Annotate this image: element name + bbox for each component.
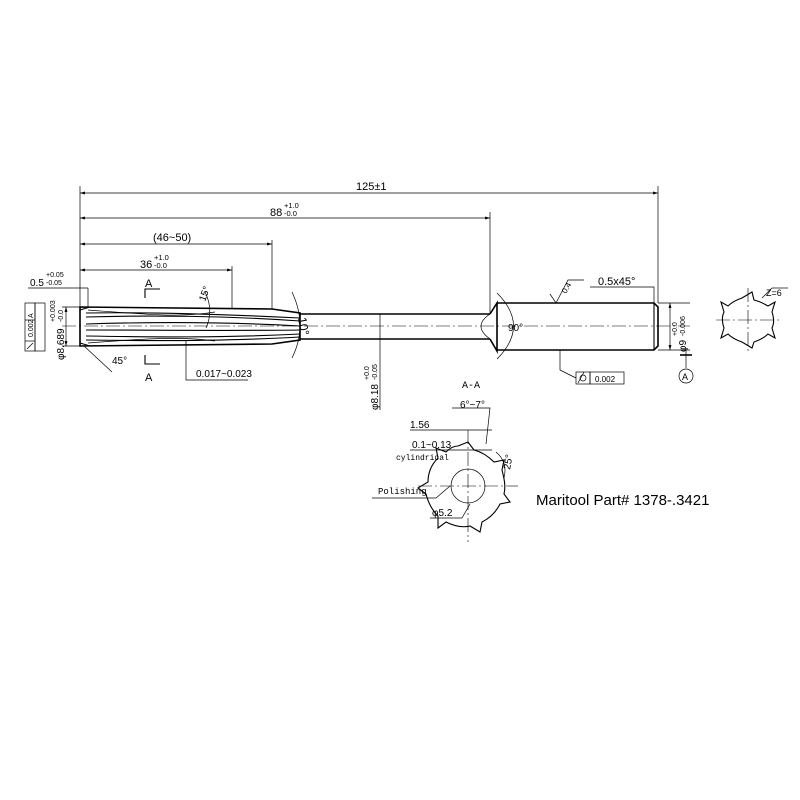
svg-text:-0.0: -0.0	[284, 209, 297, 218]
svg-text:-0.0: -0.0	[58, 310, 65, 322]
surface-roughness: 0.4	[560, 280, 574, 295]
runout-icon	[26, 342, 34, 350]
dim-overall-length: 125±1	[356, 181, 387, 193]
section-title: A-A	[462, 381, 480, 392]
core-diameter: φ5.2	[432, 508, 453, 519]
land-width: 1.56	[410, 420, 430, 431]
dim-flute-range: (46~50)	[153, 232, 191, 244]
svg-text:0.002: 0.002	[595, 375, 616, 384]
rake-angle: 6°~7°	[460, 400, 485, 411]
dimension-lines	[28, 186, 692, 410]
svg-text:+0.05: +0.05	[46, 272, 64, 279]
end-view: Z=6	[716, 287, 788, 352]
svg-text:+0.0: +0.0	[672, 322, 679, 336]
svg-text:-0.05: -0.05	[46, 280, 62, 287]
dim-neck-diameter: φ8.18	[370, 384, 381, 410]
shank-transition	[489, 300, 498, 354]
clearance-angle: 25°	[502, 454, 515, 471]
datum-a: A	[678, 368, 694, 384]
svg-text:-0.006: -0.006	[680, 316, 687, 336]
section-mark-bottom: A	[145, 372, 153, 384]
dim-helix-angle: 15°	[197, 285, 213, 303]
svg-text:A: A	[682, 372, 688, 382]
tool-side-view	[62, 292, 690, 360]
runout-frame: 0.002 A	[24, 302, 46, 352]
dim-shank-chamfer: 0.5x45°	[598, 276, 635, 288]
dimension-texts: 125±1 88 +1.0 -0.0 (46~50) 36 +1.0 -0.0 …	[30, 181, 689, 410]
neck	[300, 313, 490, 340]
dim-taper-angle: 10°	[295, 316, 312, 336]
dim-shank-length: 88	[270, 207, 282, 219]
shank	[497, 302, 659, 351]
cylindricity-icon	[579, 374, 587, 382]
teeth-count: Z=6	[766, 288, 782, 298]
svg-text:+0.0: +0.0	[364, 366, 371, 380]
section-mark-top: A	[145, 278, 153, 290]
svg-text:-0.0: -0.0	[154, 261, 167, 270]
part-number-label: Maritool Part# 1378-.3421	[536, 492, 710, 509]
section-view: A-A 6°~7° 1.56 0.1~0.13 cylindrical 25° …	[372, 381, 518, 542]
dim-point-angle: 90°	[508, 323, 523, 334]
dim-flute-length: 36	[140, 259, 152, 271]
dim-diameter: φ8.689	[56, 328, 67, 360]
cylindricity-frame: 0.002	[575, 371, 625, 385]
flute-lines	[85, 309, 301, 344]
svg-text:+0.003: +0.003	[50, 300, 57, 322]
margin-width: 0.1~0.13	[412, 440, 452, 451]
svg-text:0.002: 0.002	[28, 319, 35, 337]
dim-back-taper: 0.017~0.023	[196, 369, 252, 380]
polishing-note: Polishing	[378, 487, 427, 497]
svg-text:+1.0: +1.0	[154, 253, 169, 262]
svg-text:-0.05: -0.05	[372, 364, 379, 380]
svg-text:+1.0: +1.0	[284, 201, 299, 210]
dim-chamfer-angle: 45°	[112, 356, 127, 367]
dim-shank-diameter: φ9	[678, 340, 689, 352]
svg-text:A: A	[28, 313, 35, 318]
dim-tip: 0.5	[30, 278, 44, 289]
margin-note: cylindrical	[396, 454, 449, 463]
